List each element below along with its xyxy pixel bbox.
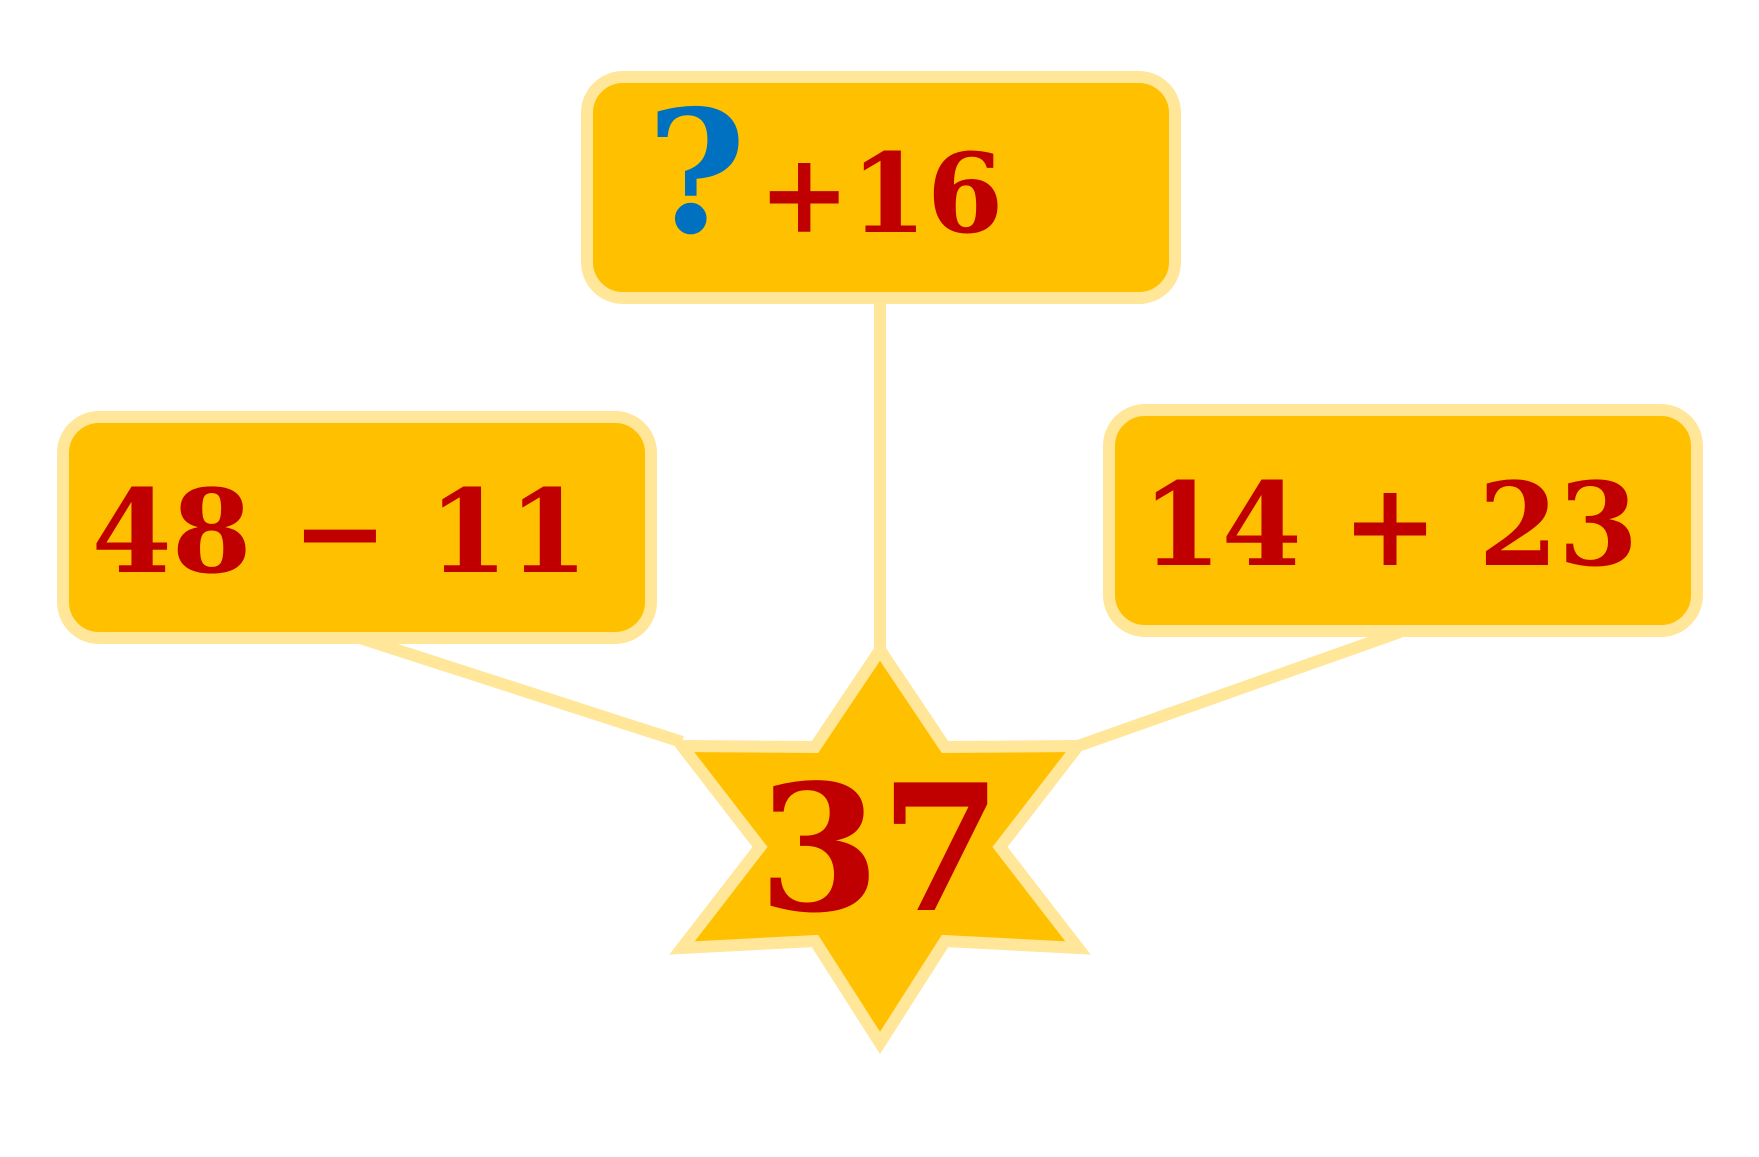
right-expression-box: 14 + 23 [1103, 404, 1703, 637]
top-expression-box: ?+16 [581, 71, 1181, 304]
left-expression-box: 48 − 11 [57, 411, 657, 644]
connector-right [1075, 626, 1403, 752]
center-star: 37 [669, 639, 1091, 1055]
unknown-question-mark: ? [647, 73, 747, 273]
left-expression: 48 − 11 [92, 465, 589, 600]
top-box-shape [581, 71, 1181, 304]
right-expression: 14 + 23 [1142, 458, 1639, 593]
star-shape [669, 639, 1091, 1055]
connector-left [358, 632, 684, 748]
connectors [358, 298, 1403, 752]
top-operation: +16 [758, 129, 1003, 258]
right-box-shape [1103, 404, 1703, 637]
center-value: 37 [758, 747, 1002, 952]
svg-text:?+16: ?+16 [647, 73, 1004, 273]
left-box-shape [57, 411, 657, 644]
